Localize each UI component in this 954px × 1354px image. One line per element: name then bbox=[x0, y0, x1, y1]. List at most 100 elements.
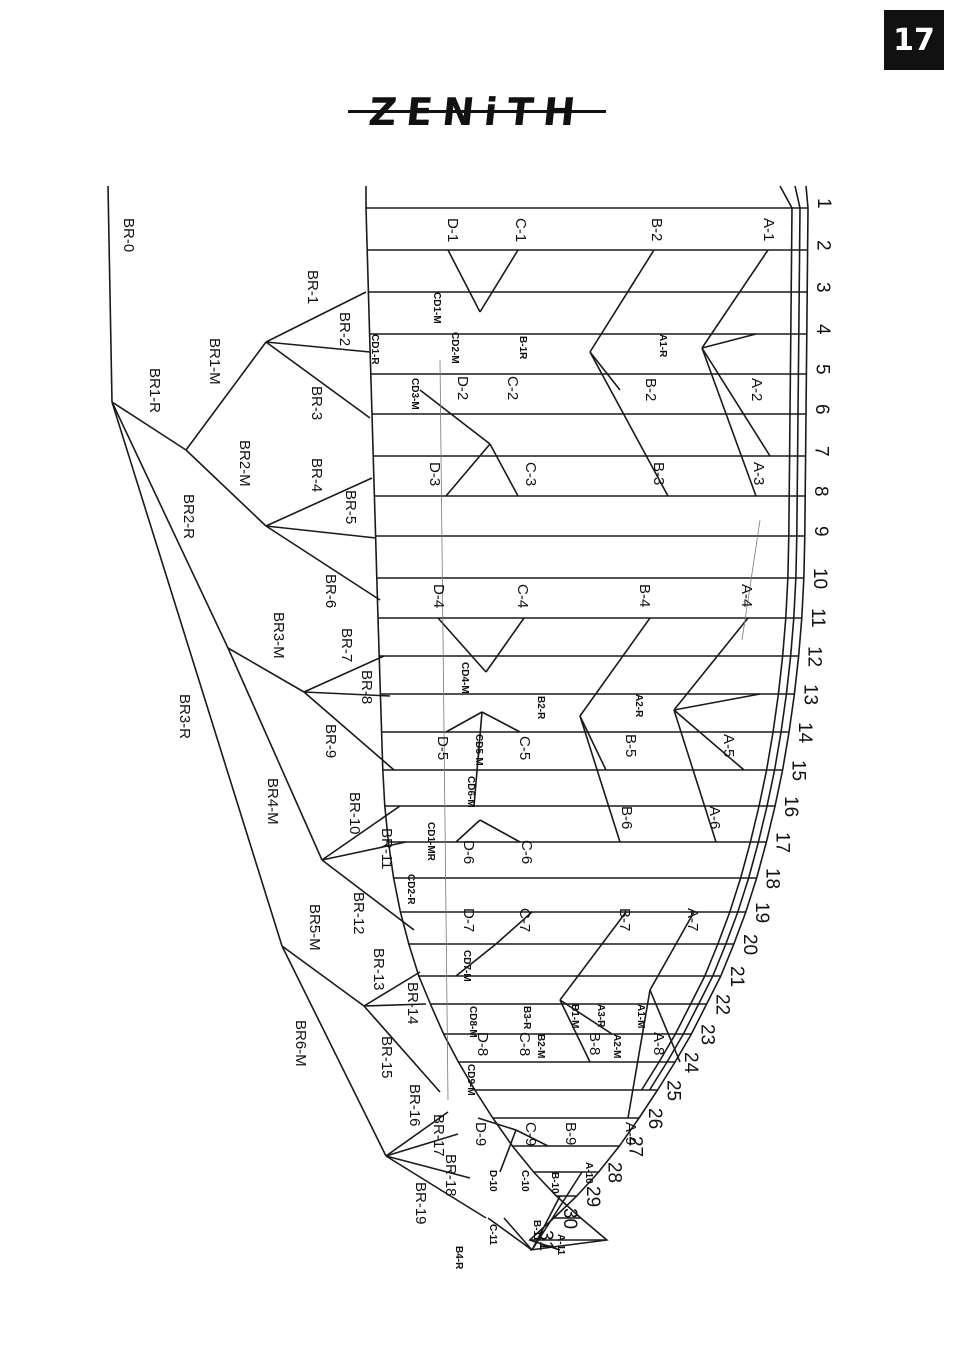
row-number-label: 30 bbox=[559, 1208, 580, 1229]
row-number-label: 4 bbox=[812, 324, 833, 335]
bridle-branch-line bbox=[185, 341, 267, 451]
line-label: CD7-M bbox=[461, 950, 472, 982]
bridle-branch-line bbox=[185, 449, 267, 527]
bridle-leaf-line bbox=[385, 1155, 487, 1219]
bridle-label: BR1-M bbox=[206, 338, 223, 385]
cascade-line bbox=[649, 989, 681, 1063]
line-label: A-3 bbox=[750, 462, 767, 485]
line-label: CD9-M bbox=[465, 1064, 476, 1096]
bridle-label: BR-14 bbox=[404, 982, 421, 1025]
cascade-line bbox=[445, 711, 483, 733]
bridle-leaf-line bbox=[363, 1003, 427, 1007]
bridle-leaf-line bbox=[363, 1005, 441, 1093]
bridle-label: BR-16 bbox=[406, 1084, 423, 1127]
line-label: C-9 bbox=[522, 1122, 539, 1146]
cascade-line bbox=[701, 347, 757, 497]
cascade-line bbox=[481, 711, 521, 733]
cascade-line bbox=[589, 249, 655, 353]
bridle-label: BR-5 bbox=[342, 490, 359, 524]
bridle-leaf-line bbox=[265, 525, 381, 601]
cascade-line bbox=[495, 911, 533, 945]
bridle-label: BR4-M bbox=[264, 778, 281, 825]
plan-labels: 1234567891011121314151617181920212223242… bbox=[120, 198, 834, 1270]
bridle-leaf-line bbox=[265, 477, 373, 527]
cascade-line bbox=[579, 617, 651, 717]
bridle-label: BR2-M bbox=[236, 440, 253, 487]
cascade-line bbox=[473, 711, 483, 807]
row-number-label: 10 bbox=[809, 568, 830, 589]
line-label: C-4 bbox=[514, 584, 531, 608]
bridle-leaf-line bbox=[265, 341, 371, 353]
bridle-label: BR-9 bbox=[322, 724, 339, 758]
line-label: CD8-M bbox=[467, 1006, 478, 1038]
cascade-line bbox=[673, 617, 749, 711]
line-label: B2-M bbox=[535, 1034, 546, 1058]
cascade-line bbox=[515, 1129, 549, 1147]
line-label: A1-R bbox=[657, 334, 668, 358]
row-number-label: 31 bbox=[535, 1230, 556, 1251]
row-number-label: 7 bbox=[811, 446, 832, 457]
cascade-line bbox=[419, 389, 491, 445]
bridle-leaf-line bbox=[321, 859, 415, 931]
line-label: B4-R bbox=[453, 1246, 464, 1270]
line-label: A-1 bbox=[760, 218, 777, 241]
bridle-label: BR1-R bbox=[146, 368, 163, 413]
line-label: B-10 bbox=[549, 1172, 560, 1194]
bridle-leaf-line bbox=[363, 971, 421, 1007]
cascade-line bbox=[531, 1171, 583, 1251]
line-label: D-7 bbox=[460, 908, 477, 932]
page-number: 17 bbox=[884, 10, 944, 70]
row-number-label: 15 bbox=[788, 760, 809, 781]
bridle-leaf-line bbox=[321, 805, 401, 861]
cascade-line bbox=[579, 715, 607, 771]
line-label: CD2-M bbox=[449, 332, 460, 364]
line-label: B2-R bbox=[535, 696, 546, 720]
bridle-leaf-line bbox=[303, 691, 391, 697]
line-label: B-11 bbox=[531, 1220, 542, 1242]
bridle-leaf-line bbox=[385, 1155, 471, 1179]
bridle-label: BR-3 bbox=[308, 386, 325, 420]
line-label: A-2 bbox=[748, 378, 765, 401]
cascade-line bbox=[673, 693, 761, 711]
line-label: B-3 bbox=[650, 462, 667, 485]
line-label: C-7 bbox=[516, 908, 533, 932]
bridle-label: BR-17 bbox=[430, 1114, 447, 1157]
bridle-label: BR3-M bbox=[270, 612, 287, 659]
line-label: A-7 bbox=[684, 908, 701, 931]
row-number-label: 16 bbox=[780, 796, 801, 817]
row-number-label: 28 bbox=[604, 1162, 625, 1183]
bridle-branch-line bbox=[227, 647, 305, 693]
line-label: C-10 bbox=[519, 1170, 530, 1192]
cascade-line bbox=[673, 709, 717, 843]
trailing-edge-inner-line bbox=[640, 185, 793, 1091]
cascade-line bbox=[701, 347, 771, 457]
row-number-label: 9 bbox=[810, 526, 831, 537]
cascade-line bbox=[499, 1129, 517, 1173]
cascade-line bbox=[503, 1217, 533, 1251]
bridle-leaf-line bbox=[265, 525, 377, 539]
cascade-line bbox=[489, 443, 519, 497]
bridle-label: BR-6 bbox=[322, 574, 339, 608]
row-number-label: 1 bbox=[813, 198, 834, 209]
bridle-leaf-line bbox=[265, 341, 371, 419]
bridle-label: BR-19 bbox=[412, 1182, 429, 1225]
bridle-label: BR-18 bbox=[442, 1154, 459, 1197]
bridle-label: BR-1 bbox=[304, 270, 321, 304]
bridle-main-line bbox=[107, 185, 113, 403]
row-number-label: 5 bbox=[811, 364, 832, 375]
row-number-label: 8 bbox=[810, 486, 831, 497]
cascade-line bbox=[477, 1117, 517, 1131]
line-label: D-3 bbox=[426, 462, 443, 486]
line-label: B-5 bbox=[622, 734, 639, 757]
bridle-label: BR-7 bbox=[338, 628, 355, 662]
row-number-label: 11 bbox=[807, 608, 828, 628]
cascade-line bbox=[485, 617, 525, 673]
row-number-label: 26 bbox=[644, 1108, 665, 1129]
line-label: C-8 bbox=[516, 1032, 533, 1056]
cascade-line bbox=[479, 249, 519, 313]
cascade-line bbox=[701, 333, 757, 349]
bridle-leaf-line bbox=[385, 1133, 459, 1157]
bridle-branch-line bbox=[281, 945, 365, 1007]
plan-lines bbox=[107, 185, 809, 1251]
